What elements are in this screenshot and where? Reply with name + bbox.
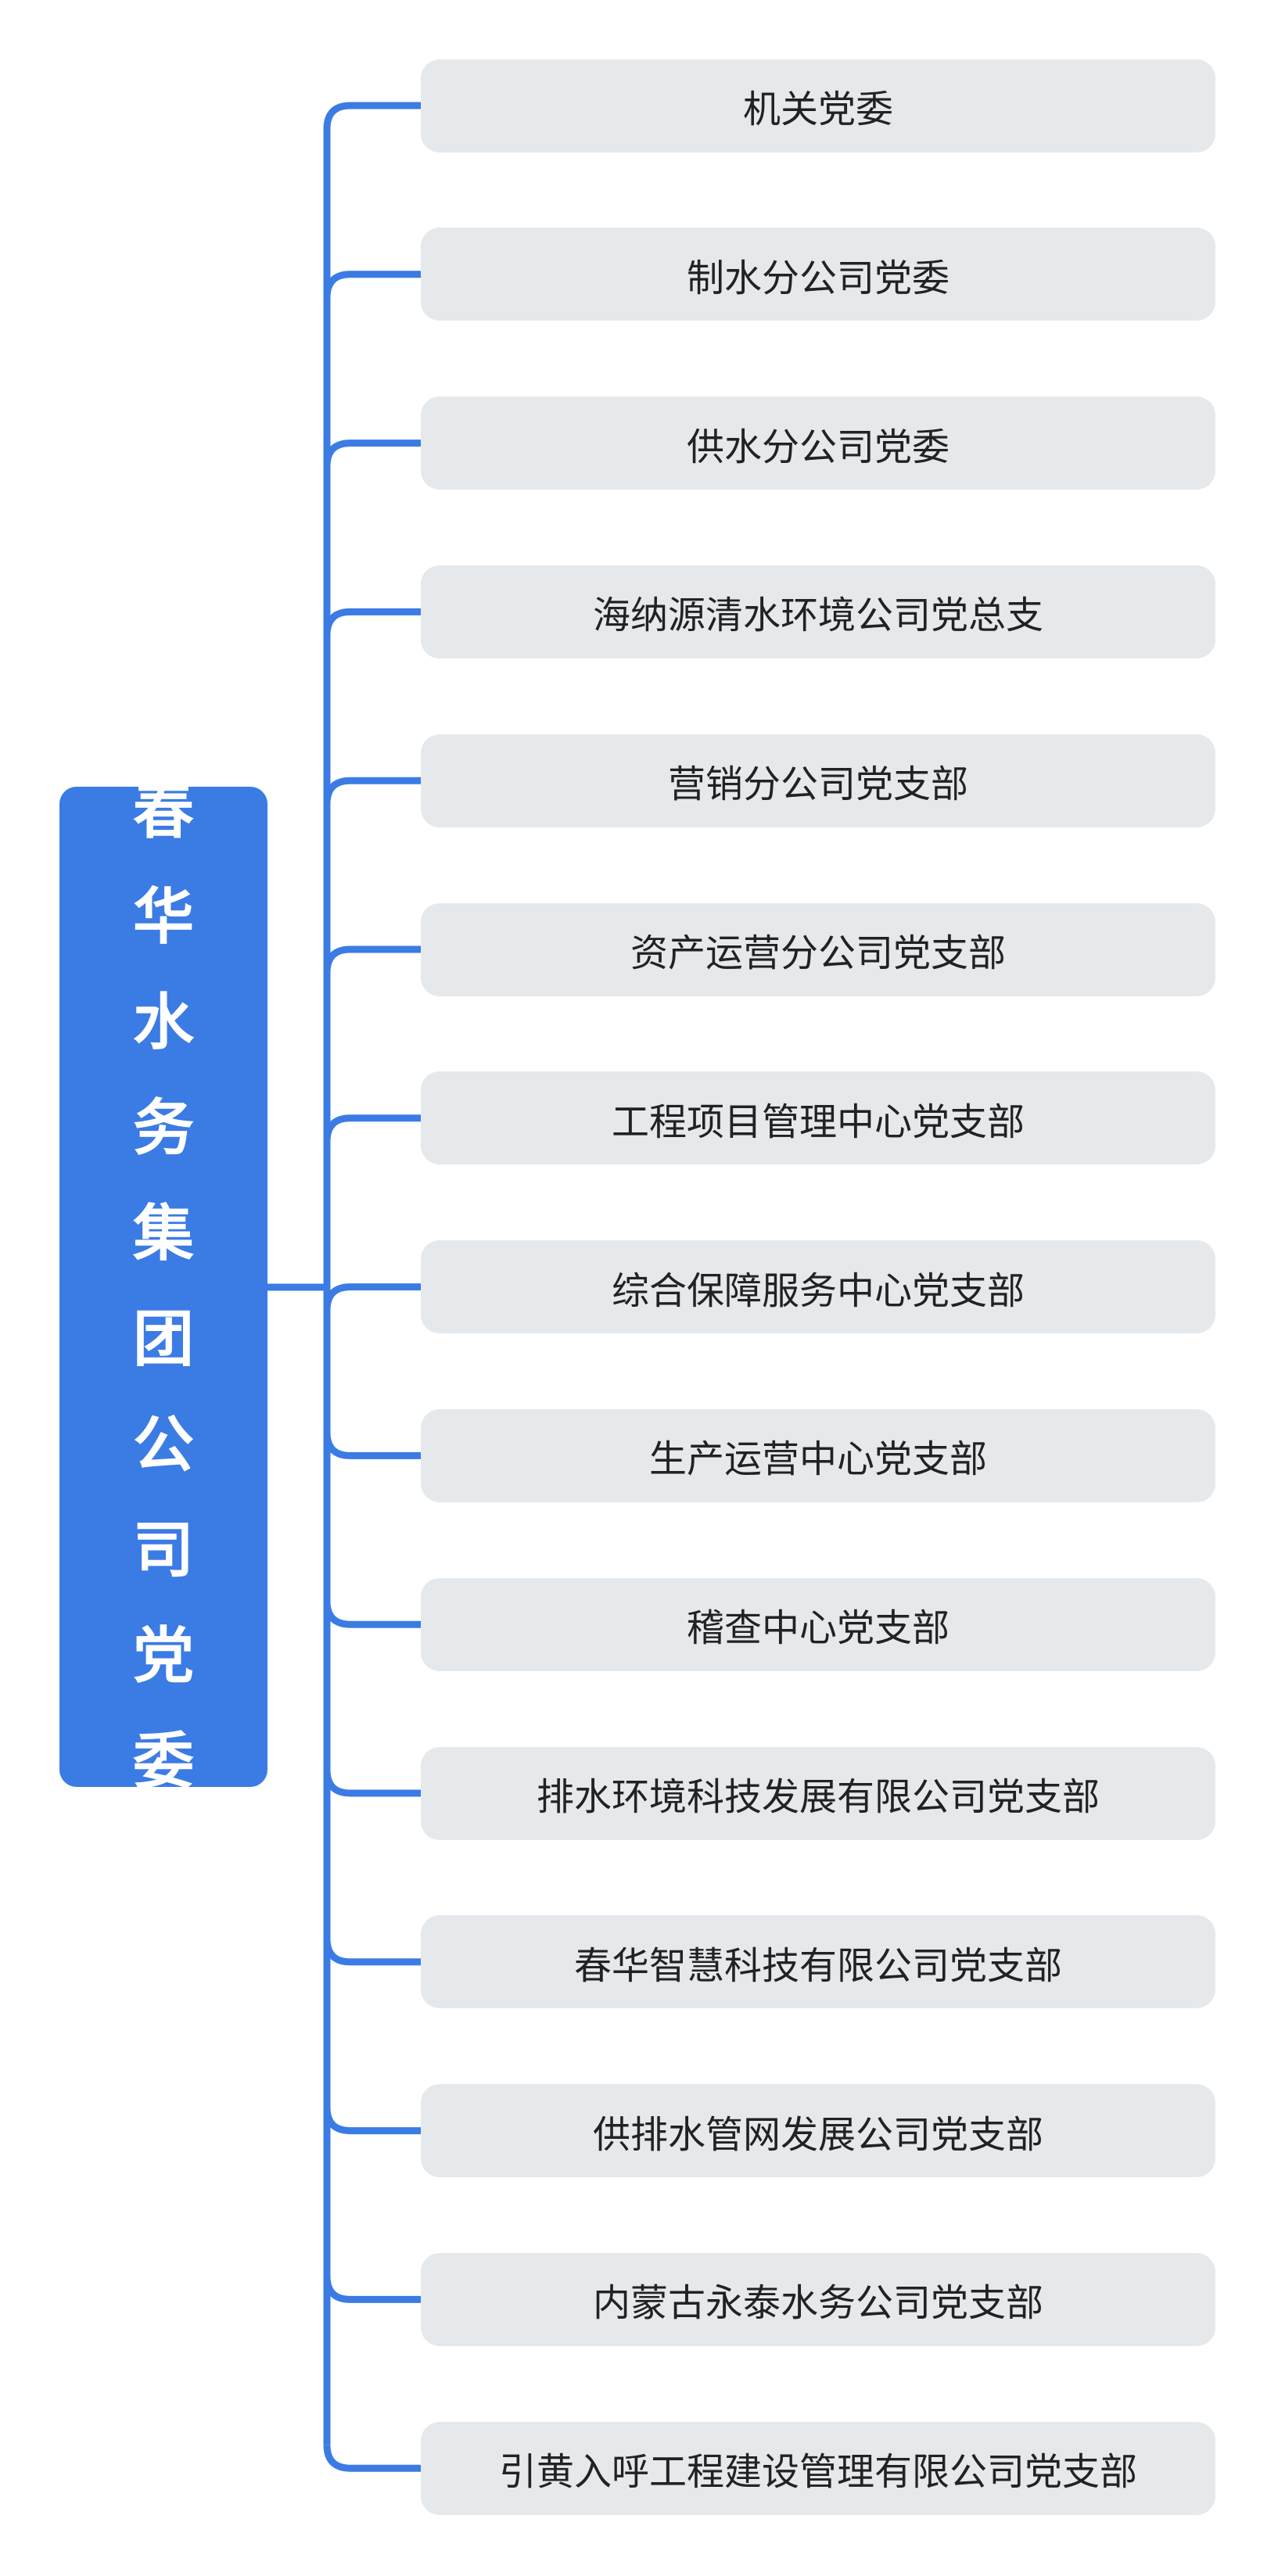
branch-line xyxy=(323,1432,421,1459)
child-node[interactable]: 海纳源清水环境公司党总支 xyxy=(421,565,1215,658)
child-node[interactable]: 春华智慧科技有限公司党支部 xyxy=(421,1915,1215,2009)
child-node[interactable]: 制水分公司党委 xyxy=(421,228,1215,321)
root-label-char: 华 xyxy=(132,881,194,953)
branch-line xyxy=(323,1600,421,1628)
child-node[interactable]: 营销分公司党支部 xyxy=(421,734,1215,827)
child-node[interactable]: 机关党委 xyxy=(421,59,1215,152)
child-node[interactable]: 供排水管网发展公司党支部 xyxy=(421,2084,1215,2178)
child-node[interactable]: 供水分公司党委 xyxy=(421,396,1215,490)
child-node[interactable]: 生产运营中心党支部 xyxy=(421,1408,1215,1502)
root-label-char: 集 xyxy=(132,1198,194,1269)
root-label-char: 务 xyxy=(132,1092,194,1164)
branch-line xyxy=(323,271,421,299)
root-label-char: 公 xyxy=(132,1409,194,1480)
branch-line xyxy=(323,2276,421,2303)
branch-line xyxy=(323,102,421,130)
child-node[interactable]: 工程项目管理中心党支部 xyxy=(421,1071,1215,1165)
branch-line xyxy=(323,1769,421,1797)
root-label-char: 委 xyxy=(132,1726,194,1797)
child-node[interactable]: 排水环境科技发展有限公司党支部 xyxy=(421,1746,1215,1840)
child-node[interactable]: 引黄入呼工程建设管理有限公司党支部 xyxy=(421,2421,1215,2515)
branch-line xyxy=(323,1938,421,1966)
root-label-char: 党 xyxy=(132,1620,194,1692)
branch-line xyxy=(323,777,421,805)
branch-line xyxy=(323,945,421,974)
child-node[interactable]: 内蒙古永泰水务公司党支部 xyxy=(421,2252,1215,2346)
root-label-char: 春 xyxy=(132,776,194,847)
child-node[interactable]: 资产运营分公司党支部 xyxy=(421,902,1215,996)
branch-line xyxy=(323,1283,421,1311)
branch-line xyxy=(323,439,421,467)
root-label-char: 水 xyxy=(132,987,194,1058)
child-node[interactable]: 综合保障服务中心党支部 xyxy=(421,1240,1215,1334)
root-label-char: 司 xyxy=(132,1515,194,1586)
child-node[interactable]: 稽查中心党支部 xyxy=(421,1577,1215,1671)
branch-line xyxy=(323,608,421,636)
branch-line xyxy=(323,2444,421,2472)
branch-line xyxy=(323,1114,421,1143)
root-node[interactable]: 春华水务集团公司党委 xyxy=(59,777,267,1797)
root-label-char: 团 xyxy=(132,1304,194,1375)
branch-line xyxy=(323,2107,421,2135)
